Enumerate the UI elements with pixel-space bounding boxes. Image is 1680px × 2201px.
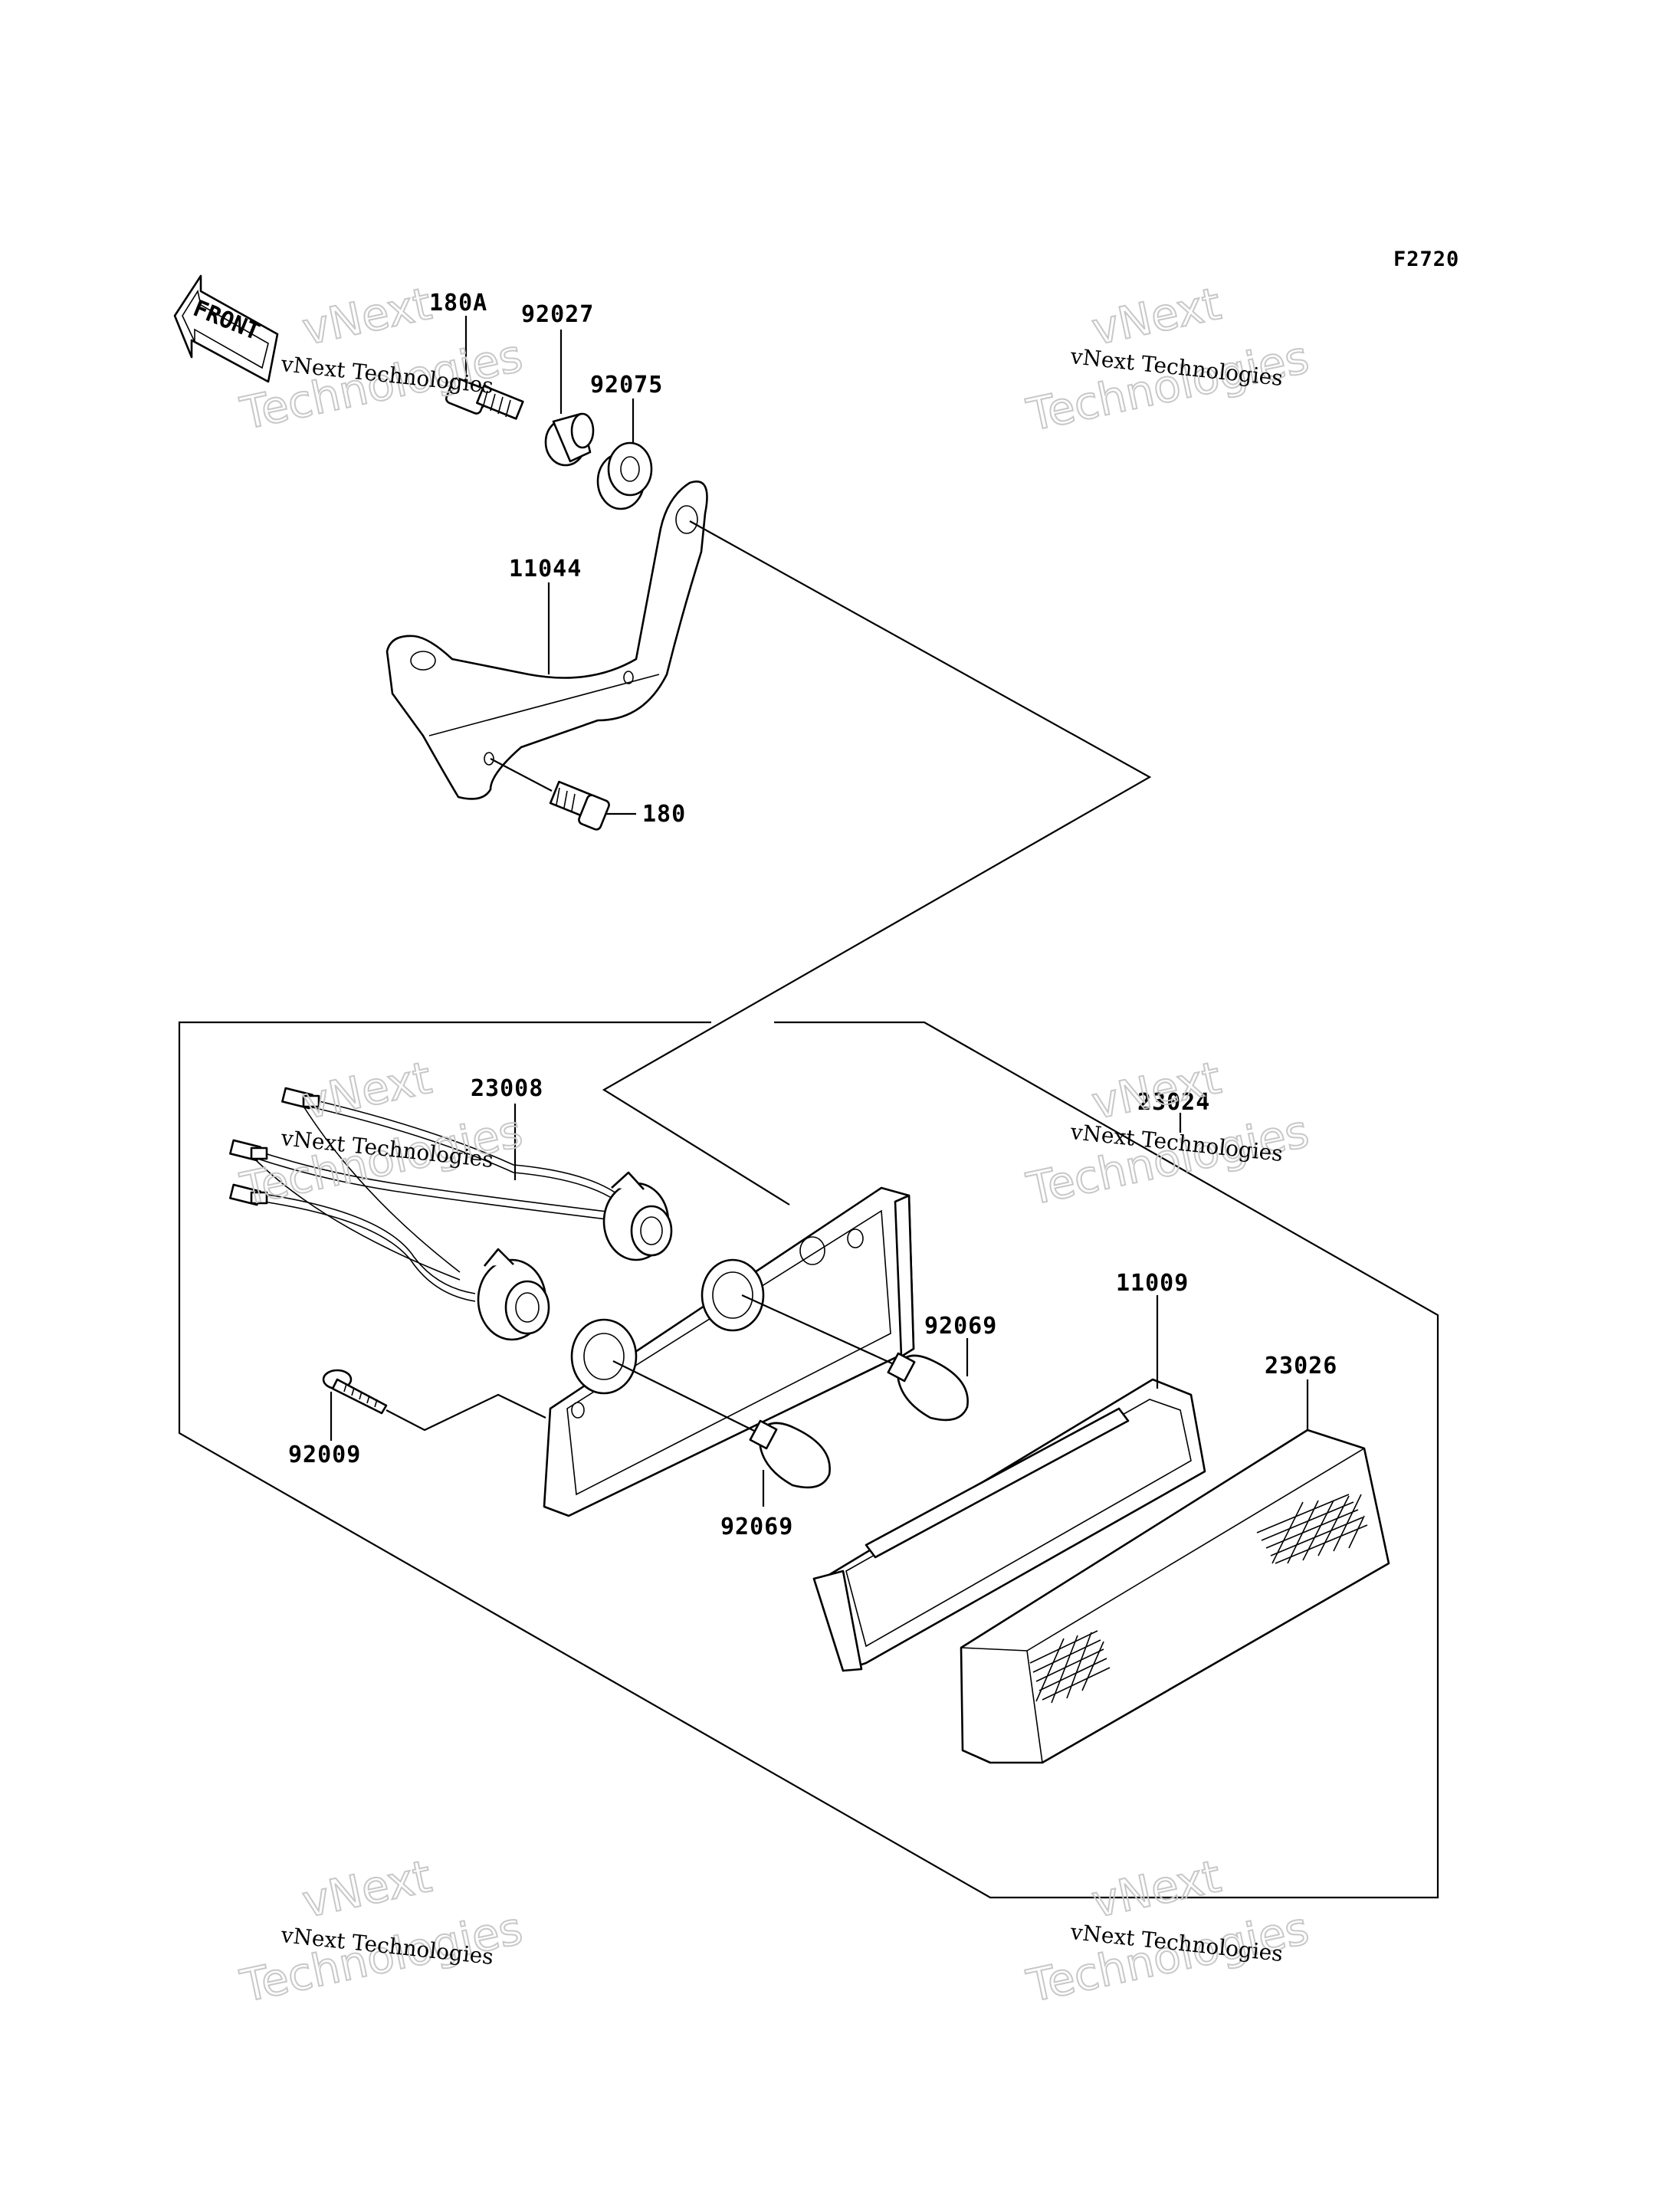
bulb-92069-upper	[887, 1352, 969, 1422]
label-92069-upper: 92069	[924, 1313, 997, 1340]
svg-text:vNext: vNext	[1088, 1850, 1226, 1928]
figure-code: F2720	[1393, 248, 1459, 271]
collar-92027	[544, 412, 595, 467]
lens-23026	[960, 1429, 1390, 1764]
assembly-outline	[178, 1021, 1439, 1899]
watermark-bottom-right: vNext Technologies vNext Technologies	[1022, 1849, 1314, 2013]
label-92075: 92075	[590, 372, 663, 399]
label-11044: 11044	[509, 556, 582, 582]
wiring-harness-23008	[229, 1087, 673, 1341]
svg-text:vNext: vNext	[298, 1051, 436, 1130]
label-11009: 11009	[1116, 1270, 1189, 1297]
label-92027: 92027	[521, 301, 594, 328]
watermark-mid-right: vNext Technologies vNext Technologies	[1022, 1051, 1314, 1216]
label-180: 180	[642, 801, 686, 828]
bracket-11044	[386, 481, 708, 800]
svg-text:vNext: vNext	[1088, 277, 1226, 356]
label-23024: 23024	[1137, 1089, 1210, 1116]
front-arrow-icon: FRONT	[173, 274, 279, 383]
svg-text:vNext: vNext	[298, 277, 436, 356]
label-92009: 92009	[288, 1442, 361, 1468]
lamp-housing	[543, 1186, 915, 1517]
svg-text:vNext: vNext	[1088, 1051, 1226, 1130]
screw-92009	[322, 1369, 388, 1415]
bolt-180	[549, 780, 610, 831]
bulb-92069-lower	[749, 1419, 831, 1489]
label-23008: 23008	[471, 1075, 543, 1102]
watermark-bottom-left: vNext Technologies vNext Technologies	[235, 1849, 528, 2013]
label-180a: 180A	[429, 290, 487, 317]
label-23026: 23026	[1265, 1353, 1337, 1379]
bolt-180a	[445, 377, 524, 420]
label-92069-lower: 92069	[720, 1514, 793, 1540]
grommet-92075	[596, 441, 653, 510]
gasket-11009	[812, 1378, 1206, 1672]
watermark-top-right: vNext Technologies vNext Technologies	[1022, 277, 1314, 442]
lens-grid-lower	[1029, 1630, 1111, 1704]
lens-grid-upper	[1256, 1494, 1368, 1564]
socket-lower	[477, 1248, 550, 1341]
socket-upper	[602, 1171, 673, 1261]
svg-text:vNext: vNext	[298, 1850, 436, 1928]
